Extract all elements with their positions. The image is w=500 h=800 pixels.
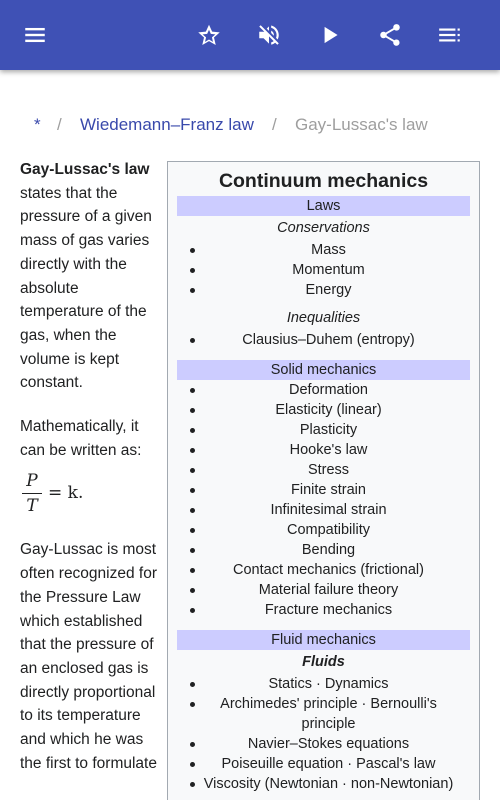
list-item[interactable]: Navier–Stokes equations — [168, 734, 479, 754]
infobox-section-laws[interactable]: Laws — [177, 196, 470, 216]
breadcrumb-separator: / — [272, 115, 277, 134]
breadcrumb-current: Gay-Lussac's law — [295, 115, 428, 134]
table-of-contents-icon — [439, 28, 460, 42]
bookmark-button[interactable] — [187, 13, 231, 57]
breadcrumb-parent-link[interactable]: Wiedemann–Franz law — [80, 115, 254, 134]
star-outline-icon — [198, 24, 220, 45]
sidebar-infobox: Continuum mechanics Laws Conservations M… — [167, 161, 480, 800]
infobox-section-fluid-mechanics[interactable]: Fluid mechanics — [177, 630, 470, 650]
breadcrumb-root-link[interactable]: * — [34, 115, 41, 134]
list-item[interactable]: Bending — [168, 540, 479, 560]
list-item[interactable]: Deformation — [168, 380, 479, 400]
formula-numerator: P — [26, 471, 38, 492]
infobox-subheading-conservations[interactable]: Conservations — [277, 220, 370, 236]
list-item[interactable]: Poiseuille equation · Pascal's law — [168, 754, 479, 774]
spacer — [168, 350, 479, 360]
menu-button[interactable] — [13, 13, 57, 57]
infobox-subheading-fluids[interactable]: Fluids — [302, 654, 345, 670]
list-item[interactable]: Elasticity (linear) — [168, 400, 479, 420]
article-paragraph: Gay-Lussac's law states that the pressur… — [20, 158, 158, 395]
list-item[interactable]: Material failure theory — [168, 580, 479, 600]
share-button[interactable] — [368, 13, 412, 57]
infobox-title[interactable]: Continuum mechanics — [218, 170, 429, 192]
list-item[interactable]: Fracture mechanics — [168, 600, 479, 620]
list-item[interactable]: Statics · Dynamics — [168, 674, 479, 694]
conservations-list: Mass Momentum Energy — [168, 240, 479, 300]
list-item[interactable]: Viscosity (Newtonian · non-Newtonian) — [168, 774, 479, 794]
list-item[interactable]: Finite strain — [168, 480, 479, 500]
article-subject-bold: Gay-Lussac's law — [20, 161, 150, 178]
list-item[interactable]: Archimedes' principle · Bernoulli's prin… — [168, 694, 479, 734]
list-item[interactable]: Mass — [168, 240, 479, 260]
menu-icon — [25, 27, 45, 43]
formula-fraction: P T — [22, 470, 42, 517]
list-item[interactable]: Clausius–Duhem (entropy) — [168, 330, 479, 350]
article-paragraph: Mathematically, it can be written as: — [20, 418, 142, 459]
infobox-subheading-inequalities[interactable]: Inequalities — [286, 310, 361, 326]
spacer — [168, 620, 479, 630]
read-aloud-toggle[interactable] — [247, 13, 291, 57]
play-button[interactable] — [308, 13, 352, 57]
breadcrumb: * / Wiedemann–Franz law / Gay-Lussac's l… — [0, 112, 500, 138]
article-paragraph: Gay-Lussac is most often recognized for … — [20, 541, 158, 772]
share-icon — [380, 24, 400, 46]
article-body: Gay-Lussac's law states that the pressur… — [20, 158, 158, 795]
solid-mechanics-list: Deformation Elasticity (linear) Plastici… — [168, 380, 479, 620]
article-text: states that the pressure of a given mass… — [20, 184, 152, 392]
math-formula: P T = k. — [20, 468, 158, 520]
breadcrumb-separator: / — [57, 115, 62, 134]
list-item[interactable]: Contact mechanics (frictional) — [168, 560, 479, 580]
list-item[interactable]: Compatibility — [168, 520, 479, 540]
list-item[interactable]: Plasticity — [168, 420, 479, 440]
fluid-mechanics-list: Statics · Dynamics Archimedes' principle… — [168, 674, 479, 794]
list-item[interactable]: Hooke's law — [168, 440, 479, 460]
volume-off-icon — [259, 25, 279, 45]
formula-rhs: = k. — [48, 483, 84, 504]
list-item[interactable]: Infinitesimal strain — [168, 500, 479, 520]
play-icon — [324, 26, 338, 44]
app-bar — [0, 0, 500, 70]
list-item[interactable]: Stress — [168, 460, 479, 480]
list-item[interactable]: Energy — [168, 280, 479, 300]
list-item[interactable]: Momentum — [168, 260, 479, 280]
infobox-section-solid-mechanics[interactable]: Solid mechanics — [177, 360, 470, 380]
formula-denominator: T — [26, 496, 38, 517]
fraction-bar — [22, 493, 42, 495]
inequalities-list: Clausius–Duhem (entropy) — [168, 330, 479, 350]
contents-button[interactable] — [428, 13, 472, 57]
